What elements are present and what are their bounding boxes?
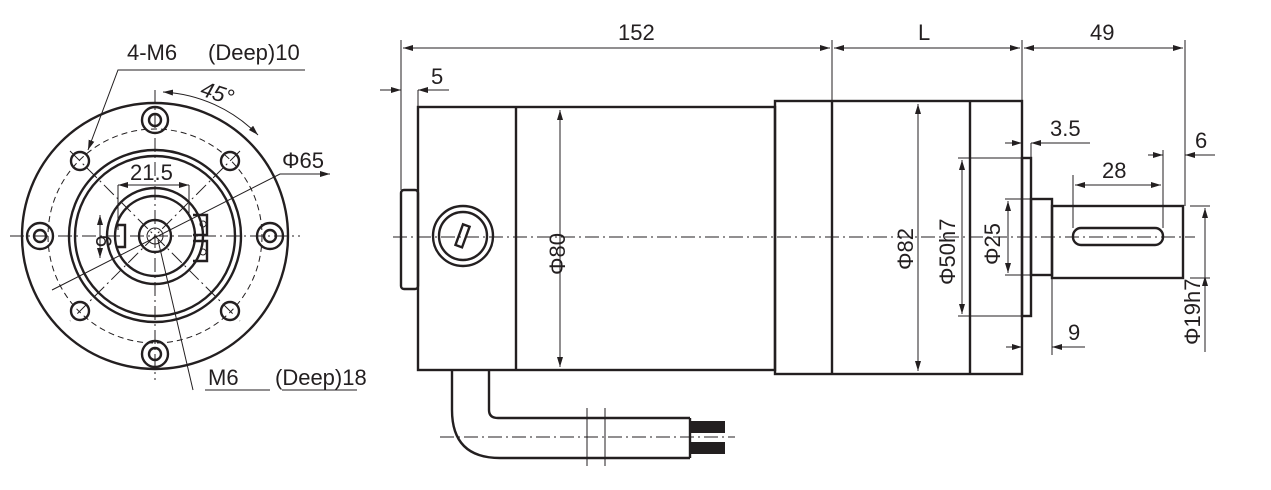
cap-offset-label: 5 (431, 64, 443, 89)
output-shaft (1050, 204, 1185, 280)
mounting-holes (25, 105, 285, 369)
hub-width-label: 21.5 (130, 160, 173, 185)
center-thread-label: M6 (208, 365, 239, 390)
knob (431, 204, 495, 268)
center-depth-label: (Deep)18 (275, 365, 367, 390)
tapped-holes-label: 4-M6 (127, 40, 177, 65)
shaft-length-label: 49 (1090, 20, 1114, 45)
shaft-diameter-label: Φ19h7 (1180, 279, 1205, 346)
key-offset-label: 6 (1195, 128, 1207, 153)
bolt-circle-label: Φ65 (282, 148, 324, 173)
keyway (1071, 226, 1165, 247)
key-length-label: 28 (1102, 158, 1126, 183)
bolt-circle (47, 128, 263, 344)
pilot-diameter-label: Φ50h7 (935, 219, 960, 286)
lead-wire (690, 421, 725, 433)
end-cap (399, 188, 420, 291)
side-view: 152 L 49 5 Φ80 Φ82 Φ50h7 Φ25 Φ19h7 3.5 2… (380, 20, 1215, 466)
key-dim-label: 6 (91, 235, 116, 247)
motor-length-label: 152 (618, 20, 655, 45)
pilot-height-label: 3.5 (1050, 116, 1081, 141)
hub-diameter-label: Φ25 (980, 223, 1005, 265)
angle-label: 45° (198, 76, 238, 110)
gearbox-length-label: L (918, 20, 930, 45)
front-view: 21.5 6 4-M6 (Deep)10 45° Φ65 M6 (Deep)18 (10, 40, 367, 391)
hub-length-label: 9 (1068, 320, 1080, 345)
motor-body (416, 105, 777, 372)
tapped-depth-label: (Deep)10 (208, 40, 300, 65)
flange-outline (20, 101, 290, 371)
gearbox-diameter-label: Φ82 (893, 228, 918, 270)
cable (450, 370, 692, 460)
motor-diameter-label: Φ80 (545, 233, 570, 275)
tapped-holes (69, 150, 241, 322)
lead-wire (690, 442, 725, 454)
